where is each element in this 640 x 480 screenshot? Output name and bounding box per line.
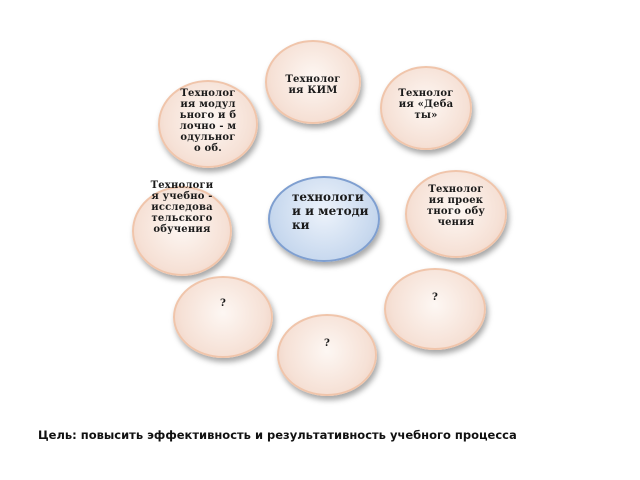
node-research: Технология учебно - исследовательского о… bbox=[132, 180, 232, 276]
node-modular-label: Технология модульного и блочно - модульн… bbox=[179, 88, 237, 154]
node-project-label: Технология проектного обучения bbox=[426, 184, 485, 228]
node-project: Технология проектного обучения bbox=[405, 170, 507, 258]
node-unknown-3: ? bbox=[277, 314, 377, 396]
node-modular: Технология модульного и блочно - модульн… bbox=[158, 80, 258, 168]
node-unknown-1-label: ? bbox=[219, 298, 227, 309]
node-kim-label: Технология КИМ bbox=[285, 74, 341, 96]
node-debates: Технология «Дебаты» bbox=[380, 66, 472, 150]
node-kim: Технология КИМ bbox=[265, 40, 361, 124]
center-node: технологии и методики bbox=[268, 176, 380, 262]
node-unknown-2-label: ? bbox=[431, 292, 439, 303]
center-node-label: технологии и методики bbox=[292, 190, 369, 232]
node-research-label: Технология учебно - исследовательского о… bbox=[150, 180, 214, 235]
node-unknown-2: ? bbox=[384, 268, 486, 350]
node-debates-label: Технология «Дебаты» bbox=[398, 88, 454, 121]
node-unknown-1: ? bbox=[173, 276, 273, 358]
node-unknown-3-label: ? bbox=[323, 338, 331, 349]
goal-text: Цель: повысить эффективность и результат… bbox=[38, 428, 517, 442]
